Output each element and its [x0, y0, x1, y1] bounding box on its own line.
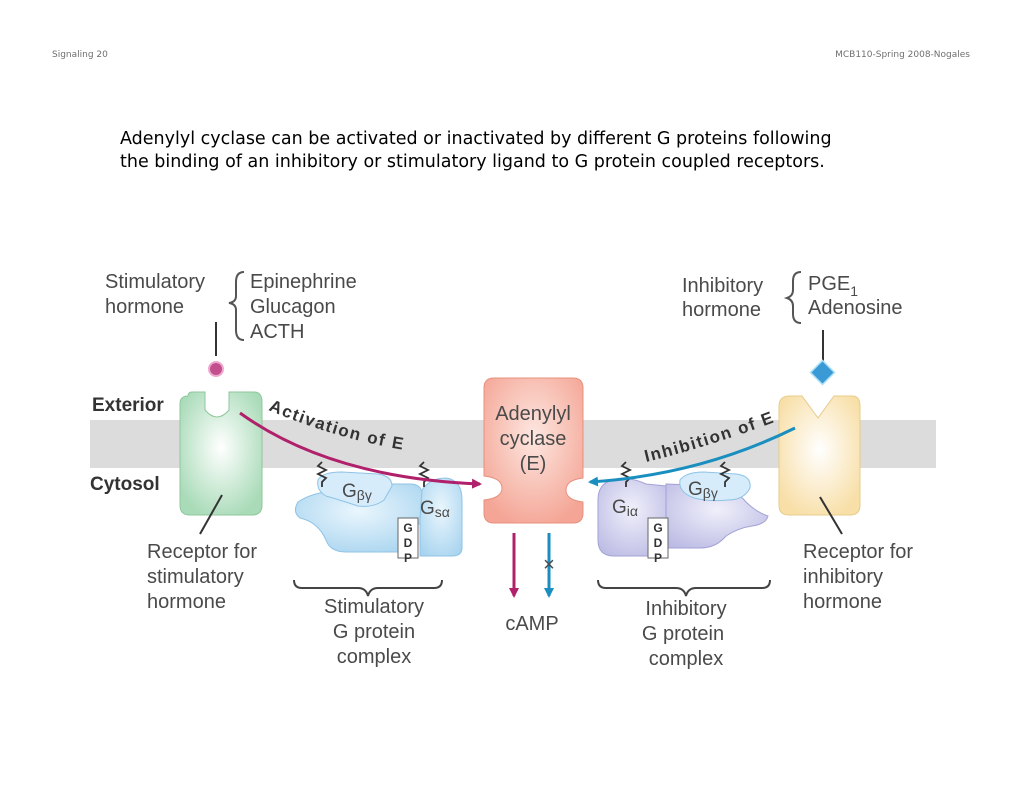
inhib-hormone-title-1: Inhibitory — [682, 275, 763, 297]
slide-number: Signaling 20 — [52, 50, 108, 60]
caption-line-1: Adenylyl cyclase can be activated or ina… — [120, 129, 832, 149]
course-footer: MCB110-Spring 2008-Nogales — [835, 50, 970, 60]
gs-gdp-slot — [397, 517, 419, 559]
inhib-ligand-1-main: PGE — [808, 273, 850, 295]
gs-beta-gamma — [317, 471, 393, 507]
stim-complex-label-1: Stimulatory — [324, 596, 424, 618]
inhib-complex-label-1: Inhibitory — [645, 598, 726, 620]
inhib-ligand-1-sub: 1 — [850, 283, 858, 299]
stim-ligand-1: Epinephrine — [250, 271, 357, 293]
gs-alpha-label: Gsα — [420, 498, 450, 520]
inhibition-arrow — [588, 426, 796, 487]
gi-a-main: G — [612, 497, 627, 518]
activation-arrow — [239, 411, 482, 489]
stim-complex-label-3: complex — [337, 646, 411, 668]
gi-lipid-anchor-2 — [718, 461, 732, 487]
inhib-brace — [783, 271, 802, 324]
stim-ligand-3: ACTH — [250, 321, 304, 343]
gi-bg-main: G — [688, 479, 703, 500]
stim-receptor — [179, 391, 263, 516]
camp-label: cAMP — [505, 613, 558, 635]
gi-lipid-anchor-1 — [619, 461, 633, 487]
gi-gdp-p: P — [654, 551, 662, 565]
inhib-complex-brace — [597, 579, 771, 597]
gs-gdp-p: P — [404, 551, 412, 565]
stim-receptor-pointer — [199, 494, 223, 535]
stim-ligand-icon — [208, 361, 224, 377]
stim-receptor-label-3: hormone — [147, 591, 226, 613]
gs-lipid-anchor-2 — [417, 461, 431, 487]
inhib-receptor-label-1: Receptor for — [803, 541, 913, 563]
enzyme-label-1: Adenylyl — [495, 403, 571, 425]
inhib-receptor — [778, 395, 861, 516]
cytosol-label: Cytosol — [90, 474, 160, 495]
gi-alpha-label: Giα — [612, 497, 638, 519]
gs-a-sub: sα — [435, 504, 450, 520]
adenylyl-cyclase — [483, 377, 584, 524]
inhib-ligand-icon — [809, 359, 836, 386]
inhib-complex-label-2: G protein — [642, 623, 724, 645]
enzyme-label-2: cyclase — [500, 428, 567, 450]
gi-gdp-slot — [647, 517, 669, 559]
gi-alpha-right — [665, 483, 769, 549]
caption-line-2: the binding of an inhibitory or stimulat… — [120, 152, 825, 172]
gi-beta-gamma — [679, 471, 751, 502]
stim-ligand-2: Glucagon — [250, 296, 336, 318]
gs-gdp-d: D — [404, 536, 413, 550]
gs-lipid-anchor-1 — [315, 461, 329, 487]
inhibit-x-mark: × — [543, 554, 555, 576]
stim-receptor-label-1: Receptor for — [147, 541, 257, 563]
gi-gdp-g: G — [653, 521, 662, 535]
inhib-receptor-label-3: hormone — [803, 591, 882, 613]
gs-gdp-g: G — [403, 521, 412, 535]
stim-hormone-title-2: hormone — [105, 296, 184, 318]
gs-bg-main: G — [342, 481, 357, 502]
gs-beta-gamma-label: Gβγ — [342, 481, 372, 503]
gi-gdp-d: D — [654, 536, 663, 550]
exterior-label: Exterior — [92, 395, 164, 416]
stim-complex-brace — [293, 579, 443, 597]
gs-a-main: G — [420, 498, 435, 519]
inhib-receptor-label-2: inhibitory — [803, 566, 883, 588]
inhib-complex-label-3: complex — [649, 648, 723, 670]
gi-bg-sub: βγ — [703, 485, 718, 501]
stim-complex-label-2: G protein — [333, 621, 415, 643]
slide-caption: Adenylyl cyclase can be activated or ina… — [120, 128, 950, 174]
inhib-ligand-2: Adenosine — [808, 297, 903, 319]
gi-beta-gamma-label: Gβγ — [688, 479, 718, 501]
inhib-ligand-1: PGE1 — [808, 273, 858, 299]
stim-brace — [228, 271, 245, 341]
inhib-receptor-pointer — [819, 496, 843, 535]
stim-hormone-title-1: Stimulatory — [105, 271, 205, 293]
gi-a-sub: iα — [627, 503, 638, 519]
stim-receptor-label-2: stimulatory — [147, 566, 244, 588]
enzyme-label-3: (E) — [520, 453, 547, 475]
inhib-hormone-title-2: hormone — [682, 299, 761, 321]
gs-bg-sub: βγ — [357, 487, 372, 503]
